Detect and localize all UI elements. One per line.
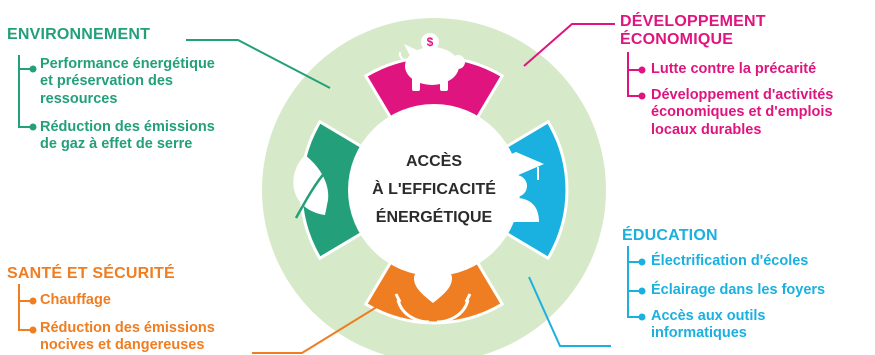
connector-education [528,246,646,347]
sante-item-2-line1: Réduction des émissions [40,320,215,336]
education-title: ÉDUCATION [622,227,718,244]
environnement-item-1-line3: ressources [40,90,118,107]
sante-title: SANTÉ ET SÉCURITÉ [7,265,175,282]
education-item-3: Accès aux outils informatiques [651,308,765,343]
environnement-item-1: Performance énergétique et préservation … [40,56,215,108]
education-item-1-line1: Électrification d'écoles [651,253,809,269]
center-title-line3: ÉNERGÉTIQUE [376,207,493,226]
environnement-item-2: Réduction des émissions de gaz à effet d… [40,119,215,154]
environnement-title: ENVIRONNEMENT [7,26,151,43]
economique-item-2-line3: locaux durables [651,121,762,138]
heart-hands-icon [394,269,472,324]
education-item-2: Éclairage dans les foyers [651,282,825,299]
connector-environnement [18,39,331,131]
education-item-1: Électrification d'écoles [651,253,808,270]
center-title-line2: À L'EFFICACITÉ [372,179,496,198]
connector-sante [18,284,381,354]
economique-item-1: Lutte contre la précarité [651,61,816,78]
environnement-item-2-line2: de gaz à effet de serre [40,136,193,153]
piggy-bank-icon: $ [398,33,465,91]
education-item-3-line2: informatiques [651,325,747,342]
connector-economique [523,23,646,100]
svg-text:$: $ [427,35,434,49]
graduate-icon [488,152,544,222]
center-disc [348,104,520,276]
economique-title: DÉVELOPPEMENT ÉCONOMIQUE [620,13,766,48]
education-item-2-line1: Éclairage dans les foyers [651,282,826,298]
sante-item-1: Chauffage [40,292,111,309]
economique-item-2: Développement d'activités économiques et… [651,87,833,139]
economique-item-2-line1: Développement d'activités [651,87,834,103]
environnement-item-1-line2: et préservation des [40,73,173,90]
sante-item-2-line2: nocives et dangereuses [40,337,205,354]
economique-item-2-line2: économiques et d'emplois [651,104,833,121]
economique-title-line2: ÉCONOMIQUE [620,30,734,48]
sante-item-1-line1: Chauffage [40,292,111,308]
environnement-item-2-line1: Réduction des émissions [40,119,215,135]
environnement-item-1-line1: Performance énergétique [40,56,215,72]
economique-item-1-line1: Lutte contre la précarité [651,61,817,77]
sante-item-2: Réduction des émissions nocives et dange… [40,320,215,355]
education-item-3-line1: Accès aux outils [651,308,766,324]
leaf-icon [293,155,329,219]
economique-title-line1: DÉVELOPPEMENT [620,13,766,30]
center-title-line1: ACCÈS [406,151,462,170]
